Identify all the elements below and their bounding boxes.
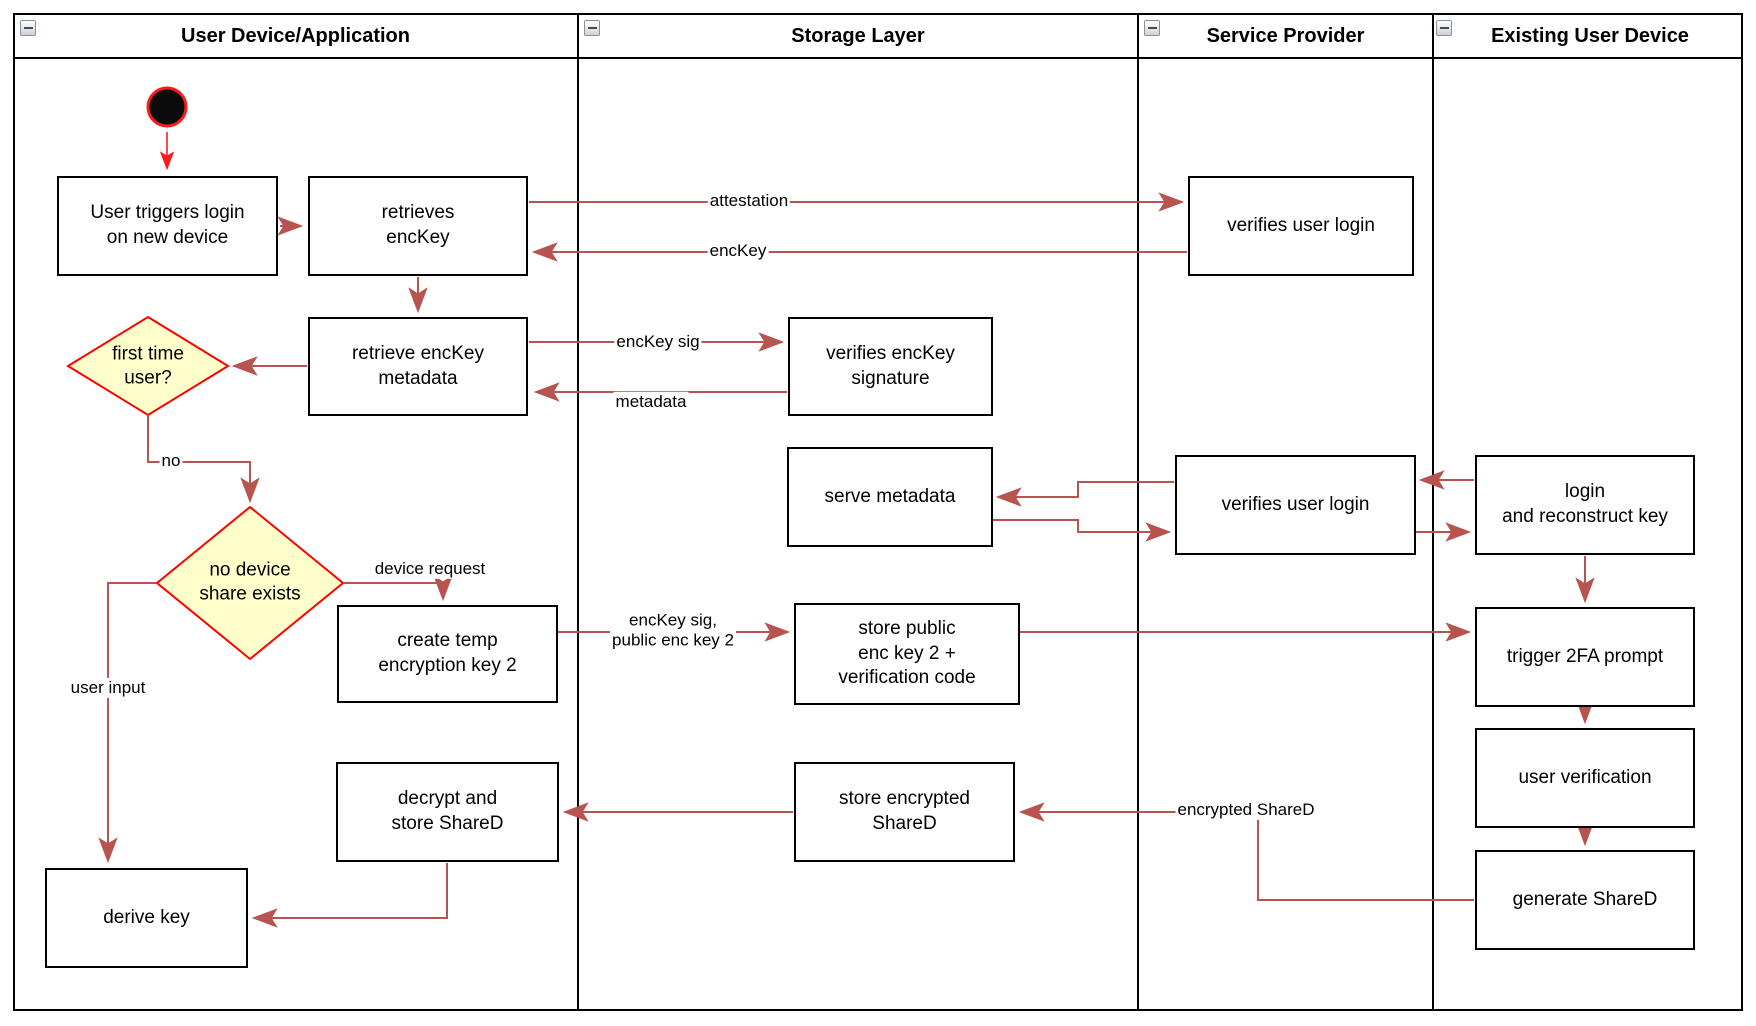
- decision-no-device-share: [155, 505, 345, 661]
- collapse-icon-lane-2[interactable]: [584, 20, 600, 36]
- activity-retrieve-enckey-metadata: retrieve encKey metadata: [308, 317, 528, 416]
- lane-header-storage-layer: Storage Layer: [791, 24, 925, 47]
- edge-label-encrypted-shared: encrypted ShareD: [1175, 799, 1317, 821]
- edge-label-device-request: device request: [372, 558, 488, 580]
- activity-store-public-enc-key-2: store public enc key 2 + verification co…: [794, 603, 1020, 705]
- edge-serve-to-verifies2: [993, 519, 1172, 542]
- activity-verifies-user-login-2: verifies user login: [1175, 455, 1416, 555]
- activity-serve-metadata: serve metadata: [787, 447, 993, 547]
- collapse-icon-lane-1[interactable]: [20, 20, 36, 36]
- edge-label-user-input: user input: [68, 677, 148, 699]
- activity-retrieves-enckey: retrieves encKey: [308, 176, 528, 276]
- header-divider: [13, 57, 1743, 59]
- activity-trigger-2fa-prompt: trigger 2FA prompt: [1475, 607, 1695, 707]
- lane-divider-1: [577, 13, 579, 1011]
- lane-header-service-provider: Service Provider: [1206, 24, 1365, 47]
- activity-derive-key: derive key: [45, 868, 248, 968]
- edge-label-enckey-sig: encKey sig: [614, 331, 702, 353]
- activity-login-and-reconstruct-key: login and reconstruct key: [1475, 455, 1695, 555]
- edge-no-branch: [147, 416, 260, 504]
- collapse-icon-lane-4[interactable]: [1436, 20, 1452, 36]
- activity-verifies-user-login-1: verifies user login: [1188, 176, 1414, 276]
- lane-divider-2: [1137, 13, 1139, 1011]
- start-node: [146, 86, 188, 128]
- activity-generate-shared: generate ShareD: [1475, 850, 1695, 950]
- edge-user-input: [98, 582, 156, 864]
- decision-no-device-share-label: no device share exists: [199, 559, 301, 604]
- decision-first-time-user-label: first time user?: [112, 343, 184, 388]
- edge-label-enckey: encKey: [707, 240, 769, 262]
- decision-first-time-user: [66, 315, 230, 417]
- minus-icon: [23, 27, 33, 29]
- minus-icon: [1439, 27, 1449, 29]
- edge-label-no: no: [159, 450, 183, 472]
- activity-store-encrypted-shared: store encrypted ShareD: [794, 762, 1015, 862]
- activity-verifies-enckey-signature: verifies encKey signature: [788, 317, 993, 416]
- edge-device-request: [344, 575, 453, 602]
- activity-create-temp-encryption-key-2: create temp encryption key 2: [337, 605, 558, 703]
- activity-decrypt-and-store-shared: decrypt and store ShareD: [336, 762, 559, 862]
- collapse-icon-lane-3[interactable]: [1144, 20, 1160, 36]
- edge-label-metadata: metadata: [613, 391, 689, 413]
- pool-border: [13, 13, 1743, 1011]
- lane-header-user-device: User Device/Application: [181, 24, 410, 47]
- minus-icon: [1147, 27, 1157, 29]
- activity-user-verification: user verification: [1475, 728, 1695, 828]
- lane-header-existing-user-device: Existing User Device: [1491, 24, 1689, 47]
- edge-label-enckey-sig-public: encKey sig, public enc key 2: [610, 610, 736, 652]
- edge-encrypted-shared: [1018, 802, 1474, 901]
- lane-divider-3: [1432, 13, 1434, 1011]
- edge-decrypt-to-derive: [251, 863, 448, 928]
- edge-label-attestation: attestation: [707, 190, 791, 212]
- edge-verifies2-to-serve: [995, 481, 1174, 507]
- activity-user-triggers-login: User triggers login on new device: [57, 176, 278, 276]
- minus-icon: [587, 27, 597, 29]
